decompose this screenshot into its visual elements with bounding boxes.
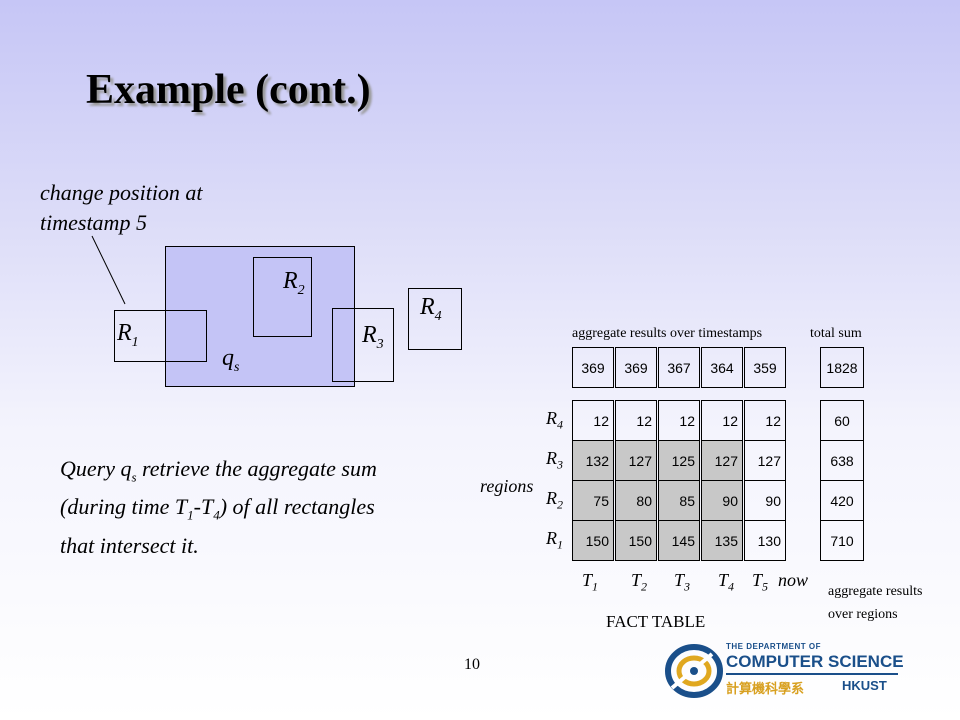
query-description: Query qs retrieve the aggregate sum (dur… [60, 454, 377, 561]
query-line-2: (during time T1-T4) of all rectangles [60, 494, 375, 523]
query-line-1: Query qs retrieve the aggregate sum [60, 456, 377, 485]
logo-divider [726, 673, 898, 675]
region-total-cell: 710 [820, 520, 864, 561]
page-number: 10 [464, 656, 480, 673]
fact-cell: 150 [615, 520, 657, 561]
logo-emblem-icon [665, 644, 723, 698]
time-label: T1 [582, 570, 599, 594]
fact-cell: 127 [744, 440, 786, 481]
timestamp-total-cell: 369 [615, 347, 657, 388]
logo-line-2: COMPUTER SCIENCE [726, 652, 904, 671]
fact-cell: 145 [658, 520, 700, 561]
time-label: T2 [631, 570, 648, 594]
rect-r3 [332, 308, 394, 382]
aggregate-caption-line-1: aggregate results [828, 584, 923, 599]
aggregate-caption-line-2: over regions [828, 607, 898, 622]
annotation-line-2: timestamp 5 [40, 210, 147, 235]
fact-cell: 12 [658, 400, 700, 441]
fact-cell: 127 [701, 440, 743, 481]
rect-r2 [253, 257, 312, 337]
time-label: T4 [718, 570, 735, 594]
rect-r1 [114, 310, 207, 362]
fact-cell: 127 [615, 440, 657, 481]
grand-total-cell: 1828 [820, 347, 864, 388]
timestamp-total-cell: 364 [701, 347, 743, 388]
department-logo: THE DEPARTMENT OF COMPUTER SCIENCE 計算機科學… [664, 640, 904, 702]
timestamp-total-cell: 367 [658, 347, 700, 388]
logo-line-3: 計算機科學系 [726, 682, 805, 697]
label-r1: R1 [117, 320, 139, 350]
fact-cell: 90 [744, 480, 786, 521]
aggregate-regions-caption: aggregate results over regions [828, 580, 922, 626]
query-line-3: that intersect it. [60, 532, 199, 558]
slide-title: Example (cont.) [86, 67, 371, 113]
label-qs: qs [222, 345, 240, 375]
label-r2: R2 [283, 268, 305, 298]
fact-cell: 135 [701, 520, 743, 561]
timestamp-total-cell: 369 [572, 347, 614, 388]
region-total-cell: 420 [820, 480, 864, 521]
fact-cell: 12 [701, 400, 743, 441]
logo-line-4: HKUST [842, 678, 887, 693]
fact-cell: 85 [658, 480, 700, 521]
row-label: R4 [546, 408, 563, 432]
row-label: R3 [546, 448, 563, 472]
fact-cell: 150 [572, 520, 614, 561]
fact-table-caption: FACT TABLE [606, 612, 706, 631]
header-total-sum: total sum [810, 326, 862, 341]
row-label: R1 [546, 528, 563, 552]
fact-cell: 90 [701, 480, 743, 521]
fact-cell: 75 [572, 480, 614, 521]
row-axis-label: regions [480, 476, 534, 496]
fact-cell: 125 [658, 440, 700, 481]
label-r3: R3 [362, 322, 384, 352]
fact-cell: 130 [744, 520, 786, 561]
fact-cell: 12 [615, 400, 657, 441]
region-total-cell: 60 [820, 400, 864, 441]
query-rect [165, 246, 355, 387]
fact-cell: 80 [615, 480, 657, 521]
now-label: now [778, 570, 809, 590]
region-total-cell: 638 [820, 440, 864, 481]
rect-r4 [408, 288, 462, 350]
time-label: T5 [752, 570, 769, 594]
timestamp-total-cell: 359 [744, 347, 786, 388]
annotation-line-1: change position at [40, 180, 203, 205]
time-label: T3 [674, 570, 691, 594]
fact-cell: 12 [572, 400, 614, 441]
logo-line-1: THE DEPARTMENT OF [726, 642, 822, 651]
row-label: R2 [546, 488, 563, 512]
label-r4: R4 [420, 294, 442, 324]
fact-cell: 12 [744, 400, 786, 441]
fact-cell: 132 [572, 440, 614, 481]
header-timestamps: aggregate results over timestamps [572, 326, 763, 341]
